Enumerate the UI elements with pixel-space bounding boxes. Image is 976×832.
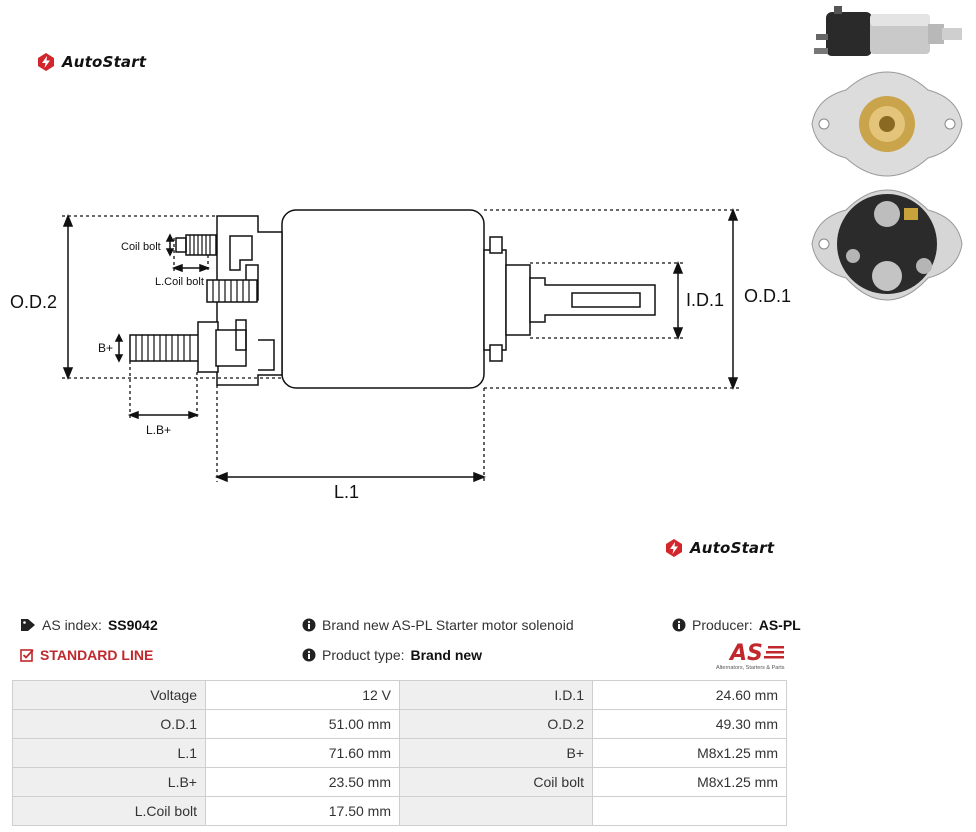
producer-value: AS-PL xyxy=(758,617,801,633)
standard-line-text: STANDARD LINE xyxy=(40,647,154,663)
solenoid-dimension-diagram: O.D.2 O.D.1 I.D.1 L.1 L.B+ B+ Coil bolt … xyxy=(10,207,791,502)
spec-label: L.B+ xyxy=(12,767,206,797)
as-index-label: AS index: xyxy=(42,617,102,633)
spec-value: 49.30 mm xyxy=(592,709,787,739)
spec-value: 12 V xyxy=(205,680,400,710)
info-icon xyxy=(672,618,686,632)
spec-value xyxy=(592,796,787,826)
as-pl-logo-text: AS xyxy=(728,641,763,666)
as-index: AS index: SS9042 xyxy=(20,617,158,633)
as-pl-tagline: Alternators, Starters & Parts xyxy=(716,665,785,671)
spec-value: 23.50 mm xyxy=(205,767,400,797)
spec-value: 24.60 mm xyxy=(592,680,787,710)
product-photo-side xyxy=(814,6,962,56)
spec-label: O.D.1 xyxy=(12,709,206,739)
label-l-coil-bolt: L.Coil bolt xyxy=(155,276,204,288)
spec-value: 71.60 mm xyxy=(205,738,400,768)
checkbox-icon xyxy=(20,649,34,662)
info-icon xyxy=(302,648,316,662)
product-type-label: Product type: xyxy=(322,647,405,663)
as-pl-logo: AS Alternators, Starters & Parts xyxy=(716,641,785,671)
product-photo-front xyxy=(811,71,963,177)
tag-icon xyxy=(21,619,35,631)
product-type-value: Brand new xyxy=(410,647,483,663)
spec-value: 17.50 mm xyxy=(205,796,400,826)
brand-name: AutoStart xyxy=(62,53,147,71)
label-od1: O.D.1 xyxy=(744,286,791,306)
product-description: Brand new AS-PL Starter motor solenoid xyxy=(302,617,574,633)
as-index-value: SS9042 xyxy=(107,617,158,633)
autostart-logo-icon xyxy=(38,53,54,71)
label-coil-bolt: Coil bolt xyxy=(121,241,161,253)
spec-label: Voltage xyxy=(12,680,206,710)
brand-logo-bottom: AutoStart xyxy=(664,538,774,558)
brand-logo-top: AutoStart xyxy=(36,52,146,72)
standard-line-badge: STANDARD LINE xyxy=(20,647,153,663)
autostart-logo-icon xyxy=(666,539,682,557)
spec-label: Coil bolt xyxy=(399,767,593,797)
description-text: Brand new AS-PL Starter motor solenoid xyxy=(322,617,574,633)
label-lbplus: L.B+ xyxy=(146,423,171,437)
label-l1: L.1 xyxy=(334,482,359,502)
brand-name: AutoStart xyxy=(690,539,775,557)
producer-label: Producer: xyxy=(692,617,753,633)
label-bplus: B+ xyxy=(98,341,113,355)
label-id1: I.D.1 xyxy=(686,290,724,310)
spec-value: M8x1.25 mm xyxy=(592,767,787,797)
product-type: Product type: Brand new xyxy=(302,647,482,663)
spec-value: 51.00 mm xyxy=(205,709,400,739)
label-od2: O.D.2 xyxy=(10,292,57,312)
spec-label: L.Coil bolt xyxy=(12,796,206,826)
spec-label: L.1 xyxy=(12,738,206,768)
spec-value: M8x1.25 mm xyxy=(592,738,787,768)
info-icon xyxy=(302,618,316,632)
product-photo-terminals xyxy=(811,189,963,301)
spec-label: B+ xyxy=(399,738,593,768)
spec-label: O.D.2 xyxy=(399,709,593,739)
producer: Producer: AS-PL xyxy=(672,617,801,633)
spec-label xyxy=(399,796,593,826)
spec-label: I.D.1 xyxy=(399,680,593,710)
